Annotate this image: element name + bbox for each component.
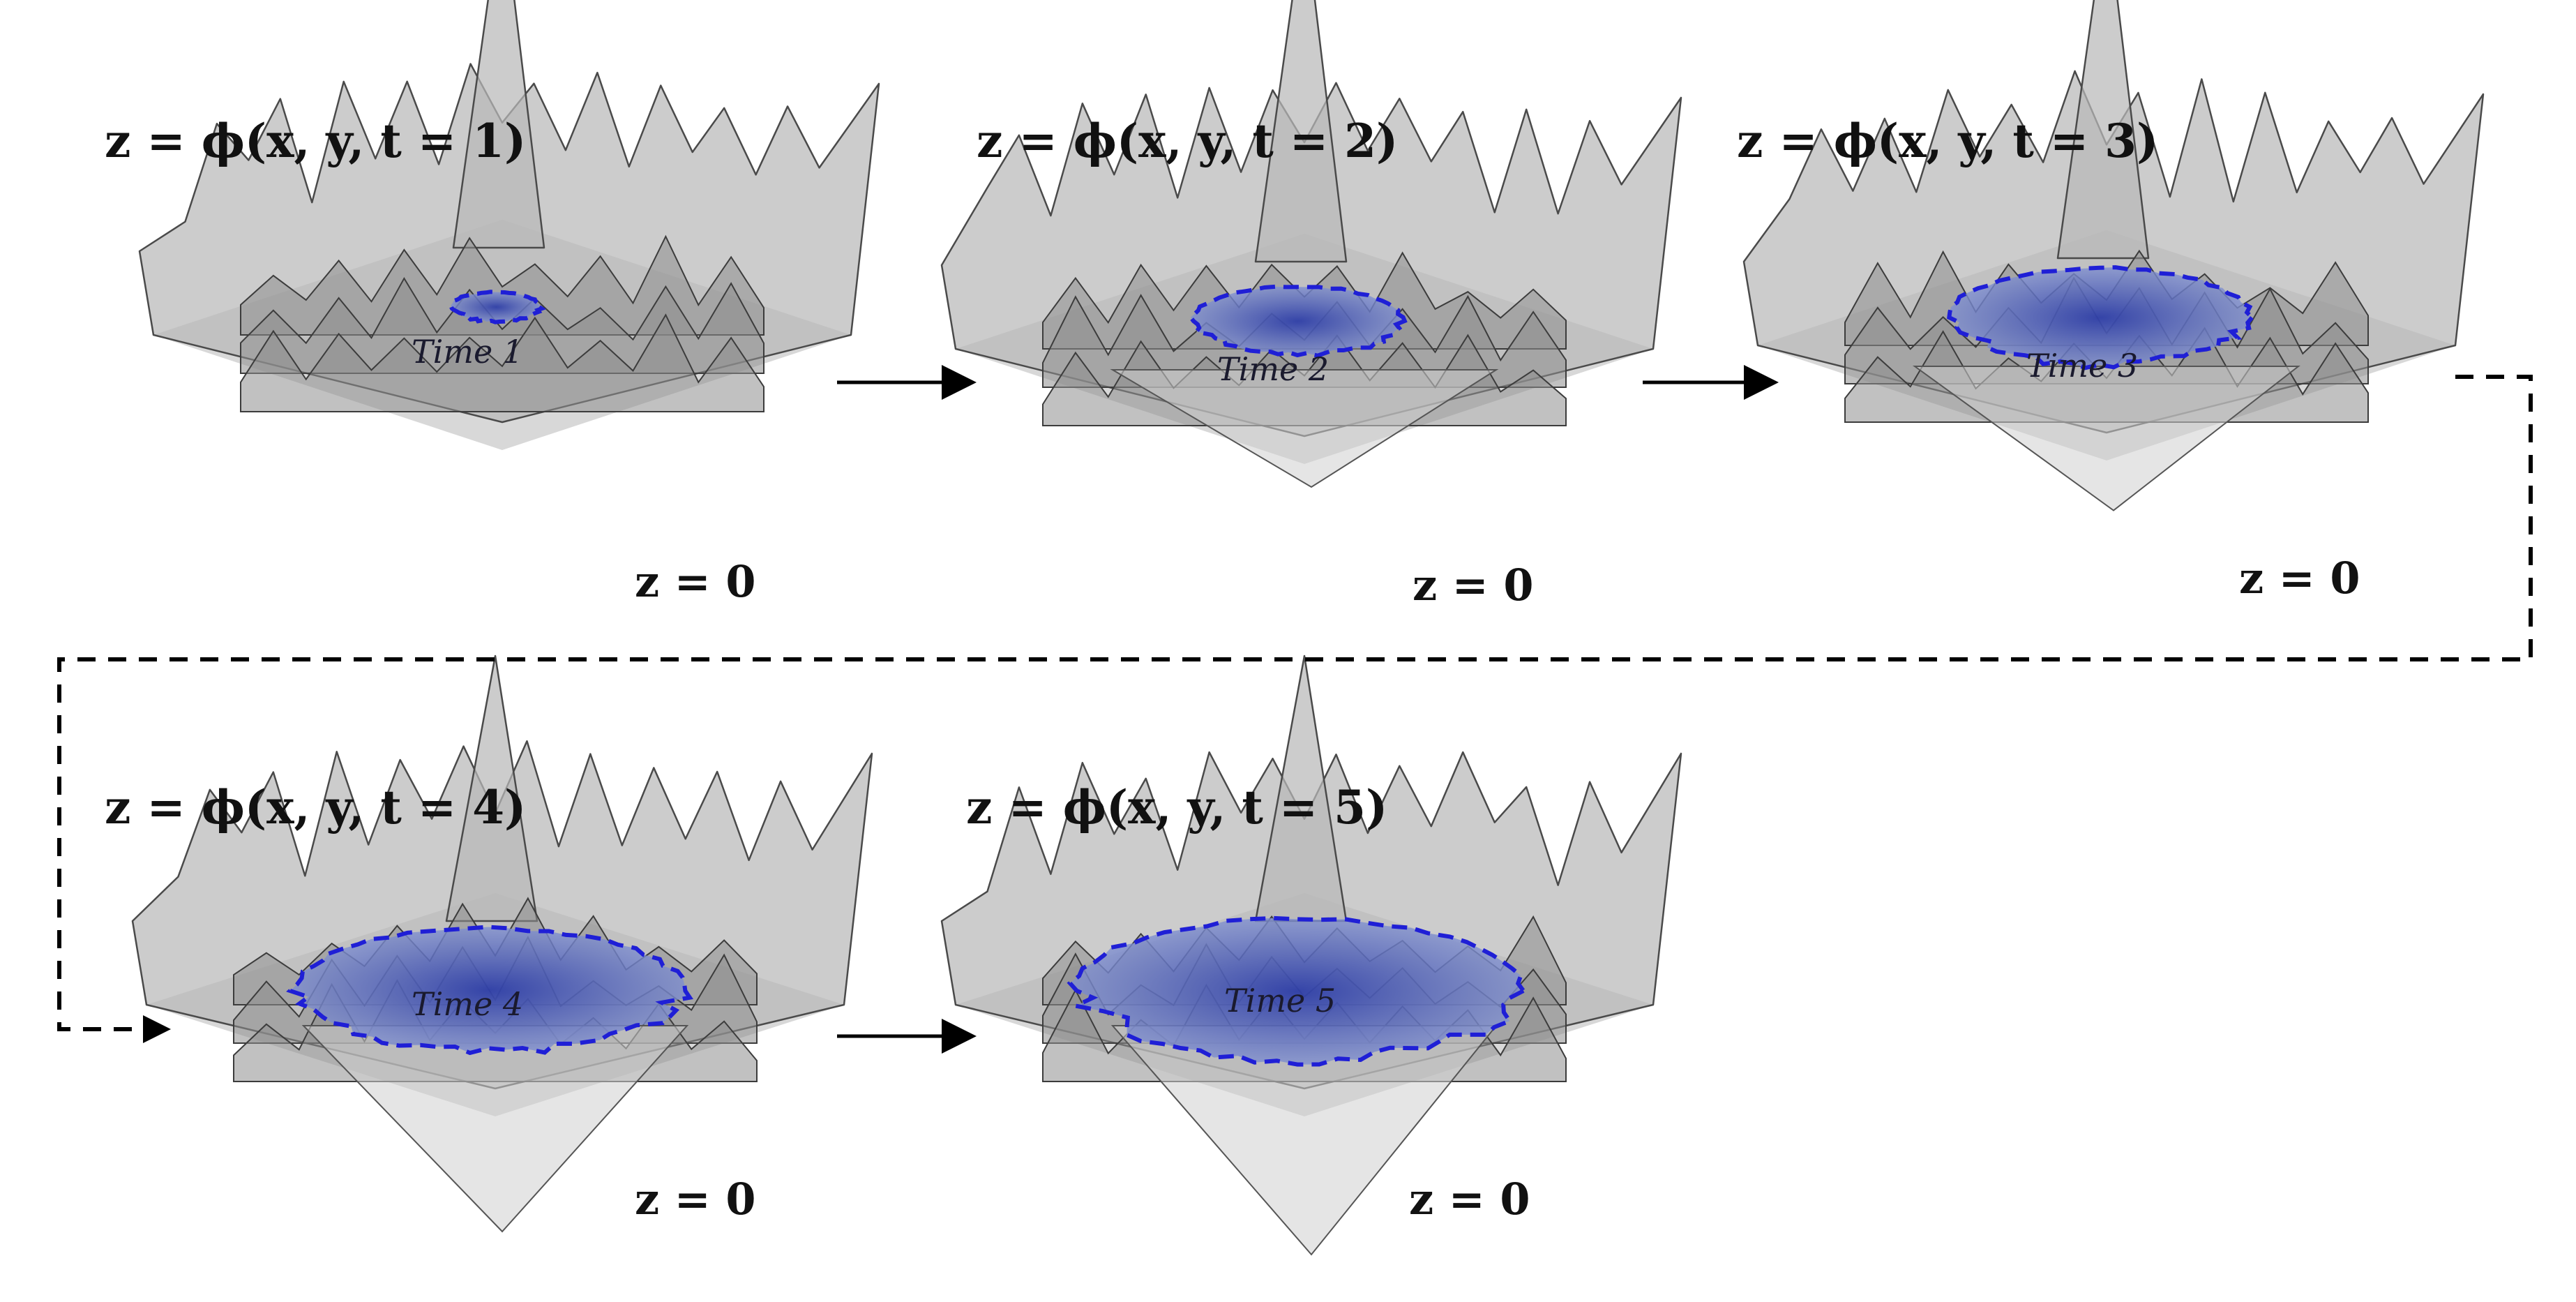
region-label-1: Time 1 <box>412 333 523 371</box>
surface-peak <box>1254 0 1348 263</box>
surface-cone <box>301 1025 689 1233</box>
equation-label-3: z = ϕ(x, y, t = 3) <box>1737 114 2158 168</box>
zero-label-4: z = 0 <box>635 1174 755 1225</box>
zero-level-contour <box>1187 284 1408 358</box>
zero-level-contour <box>449 290 547 324</box>
surface-peak <box>2056 0 2150 260</box>
surface-cone <box>1912 366 2300 511</box>
surface-fold <box>240 313 764 412</box>
equation-label-2: z = ϕ(x, y, t = 2) <box>977 114 1398 168</box>
region-label-3: Time 3 <box>2026 347 2138 384</box>
zero-level-contour <box>1067 915 1527 1067</box>
zero-label-1: z = 0 <box>635 556 755 607</box>
surface-peak <box>445 654 538 922</box>
panel-time-4 <box>131 654 873 1233</box>
connector-arrowhead <box>143 1015 171 1043</box>
panel-time-5 <box>940 654 1682 1256</box>
region-label-4: Time 4 <box>412 985 523 1023</box>
surface-fold <box>240 276 764 374</box>
panel-time-2 <box>940 0 1682 488</box>
zero-label-5: z = 0 <box>1409 1174 1530 1225</box>
zero-level-contour <box>1947 265 2255 371</box>
surface-cone <box>1110 369 1499 488</box>
region-label-5: Time 5 <box>1224 982 1336 1019</box>
equation-label-1: z = ϕ(x, y, t = 1) <box>105 114 526 168</box>
surface-peak <box>452 0 545 249</box>
zero-label-3: z = 0 <box>2239 553 2360 604</box>
equation-label-5: z = ϕ(x, y, t = 5) <box>966 780 1387 835</box>
zero-level-contour <box>286 925 693 1056</box>
zero-label-2: z = 0 <box>1413 560 1533 611</box>
equation-label-4: z = ϕ(x, y, t = 4) <box>105 780 526 835</box>
surface-fold <box>240 234 764 336</box>
connector-3-to-4 <box>57 375 2533 1031</box>
panel-time-3 <box>1742 0 2485 511</box>
panel-time-1 <box>138 0 880 450</box>
region-label-2: Time 2 <box>1217 350 1329 388</box>
